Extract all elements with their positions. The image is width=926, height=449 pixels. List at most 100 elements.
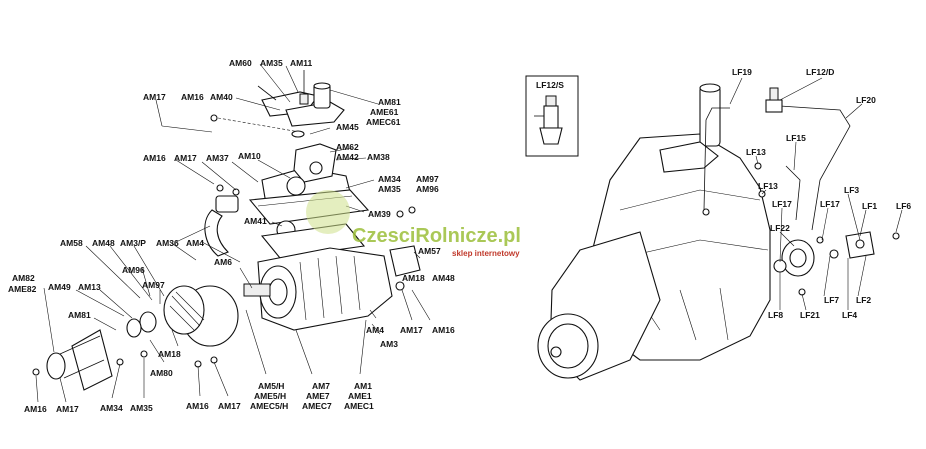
label-am16-c: AM16 — [432, 325, 455, 335]
label-am16-b: AM16 — [143, 153, 166, 163]
hose-lf19 — [703, 107, 730, 211]
label-am39: AM39 — [368, 209, 391, 219]
label-am3: AM3 — [380, 339, 398, 349]
label-am35-b: AM35 — [130, 403, 153, 413]
label-amec7: AMEC7 — [302, 401, 332, 411]
label-lf13-b: LF13 — [758, 181, 778, 191]
label-am41: AM41 — [244, 216, 267, 226]
rotor-plate — [126, 285, 239, 347]
label-am35-mid: AM35 — [378, 184, 401, 194]
label-am96-l: AM96 — [122, 265, 145, 275]
left-leader-lines — [35, 63, 431, 403]
label-lf13-a: LF13 — [746, 147, 766, 157]
label-am16-d: AM16 — [186, 401, 209, 411]
right-leader-lines — [729, 77, 903, 311]
label-am80: AM80 — [150, 368, 173, 378]
label-lf3: LF3 — [844, 185, 859, 195]
label-am45: AM45 — [336, 122, 359, 132]
label-amec1: AMEC1 — [344, 401, 374, 411]
label-am34: AM34 — [378, 174, 401, 184]
label-am35-top: AM35 — [260, 58, 283, 68]
label-am97-l: AM97 — [142, 280, 165, 290]
label-ame7: AME7 — [306, 391, 330, 401]
label-am17-a: AM17 — [143, 92, 166, 102]
label-am17-d: AM17 — [218, 401, 241, 411]
label-lf4: LF4 — [842, 310, 857, 320]
label-ame61: AME61 — [370, 107, 399, 117]
label-lf17-b: LF17 — [820, 199, 840, 209]
label-am16-a: AM16 — [181, 92, 204, 102]
label-am48-l: AM48 — [92, 238, 115, 248]
label-amec5h: AMEC5/H — [250, 401, 288, 411]
label-lf12d: LF12/D — [806, 67, 834, 77]
valve-lf12d — [765, 87, 783, 113]
label-amec61: AMEC61 — [366, 117, 401, 127]
watermark-brand: CzesciRolnicze.pl — [352, 225, 521, 247]
label-ame82: AME82 — [8, 284, 37, 294]
label-am40: AM40 — [210, 92, 233, 102]
right-assembled-view: LF12/S LF19 LF12/D LF20 LF15 LF13 LF13 L… — [525, 67, 911, 381]
label-am58: AM58 — [60, 238, 83, 248]
label-am37: AM37 — [206, 153, 229, 163]
label-lf7: LF7 — [824, 295, 839, 305]
label-lf1: LF1 — [862, 201, 877, 211]
label-am16-e: AM16 — [24, 404, 47, 414]
hose-lf15 — [785, 165, 801, 221]
side-fittings — [702, 162, 900, 296]
label-am13: AM13 — [78, 282, 101, 292]
label-am34-b: AM34 — [100, 403, 123, 413]
label-am4-top: AM4 — [186, 238, 204, 248]
label-am62: AM62 — [336, 142, 359, 152]
label-am97: AM97 — [416, 174, 439, 184]
label-am42: AM42 — [336, 152, 359, 162]
label-lf6: LF6 — [896, 201, 911, 211]
label-am18-l: AM18 — [158, 349, 181, 359]
label-am17-b: AM17 — [174, 153, 197, 163]
rear-flange — [537, 231, 661, 381]
label-am82: AM82 — [12, 273, 35, 283]
label-lf2: LF2 — [856, 295, 871, 305]
label-lf21: LF21 — [800, 310, 820, 320]
label-am17-c: AM17 — [400, 325, 423, 335]
label-ame1: AME1 — [348, 391, 372, 401]
watermark: CzesciRolnicze.pl sklep internetowy — [306, 190, 521, 258]
label-am49: AM49 — [48, 282, 71, 292]
label-am4-bot: AM4 — [366, 325, 384, 335]
label-am1: AM1 — [354, 381, 372, 391]
inset-lf12s — [525, 75, 579, 157]
label-am7: AM7 — [312, 381, 330, 391]
label-am48-r: AM48 — [432, 273, 455, 283]
shaft-housing — [46, 329, 113, 391]
label-am10: AM10 — [238, 151, 261, 161]
label-lf19: LF19 — [732, 67, 752, 77]
label-am81: AM81 — [378, 97, 401, 107]
bolts-left — [32, 184, 416, 376]
label-am6: AM6 — [214, 257, 232, 267]
label-lf20: LF20 — [856, 95, 876, 105]
label-am96-r: AM96 — [416, 184, 439, 194]
left-part-labels: AM60 AM35 AM11 AM81 AME61 AMEC61 AM17 AM… — [8, 58, 455, 414]
valve-lever-assembly — [210, 70, 345, 138]
label-ame5h: AME5/H — [254, 391, 286, 401]
hose-lf20 — [779, 105, 851, 231]
label-am60: AM60 — [229, 58, 252, 68]
watermark-tagline: sklep internetowy — [452, 249, 520, 258]
label-am11: AM11 — [290, 58, 312, 68]
label-lf12s: LF12/S — [536, 80, 564, 90]
suction-hose — [204, 209, 229, 257]
label-am38: AM38 — [367, 152, 390, 162]
label-am17-e: AM17 — [56, 404, 79, 414]
label-lf22: LF22 — [770, 223, 790, 233]
label-am18-r: AM18 — [402, 273, 425, 283]
right-part-labels: LF12/S LF19 LF12/D LF20 LF15 LF13 LF13 L… — [536, 67, 911, 320]
label-lf17-a: LF17 — [772, 199, 792, 209]
label-am5h: AM5/H — [258, 381, 284, 391]
label-am3p: AM3/P — [120, 238, 146, 248]
label-lf15: LF15 — [786, 133, 806, 143]
pump-body — [243, 245, 421, 331]
label-am36: AM36 — [156, 238, 179, 248]
label-am57: AM57 — [418, 246, 441, 256]
label-lf8: LF8 — [768, 310, 783, 320]
label-am81-l: AM81 — [68, 310, 91, 320]
